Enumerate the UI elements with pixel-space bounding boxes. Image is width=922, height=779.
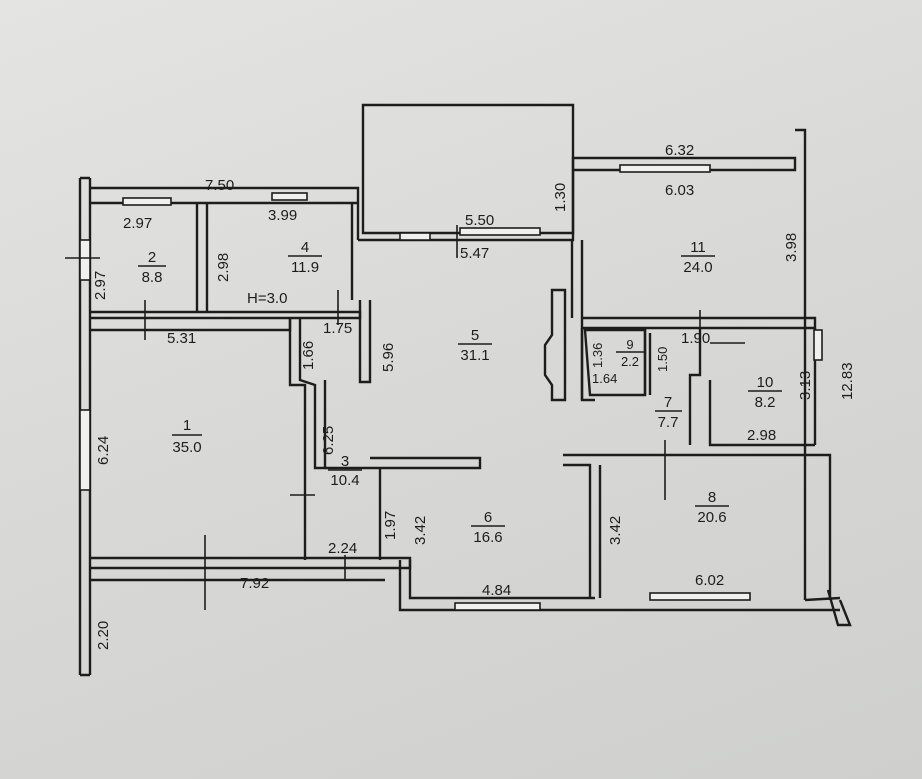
dimension-label: 1.64 — [592, 371, 617, 386]
room-label-text: 24.0 — [683, 259, 712, 276]
dimension-label: 1.90 — [681, 330, 710, 347]
room-3: 310.4 — [328, 453, 362, 489]
dimension-label: 6.32 — [665, 142, 694, 159]
room-label-text: 11 — [690, 239, 706, 256]
dimension-label: 7.50 — [205, 177, 234, 194]
dimension-label: 12.83 — [839, 362, 856, 400]
dimension-label: 2.24 — [328, 540, 357, 557]
room-label-text: 9 — [626, 337, 633, 352]
dimension-label: 3.13 — [797, 371, 814, 400]
room-label-text: 20.6 — [697, 509, 726, 526]
dimension-label: 6.03 — [665, 182, 694, 199]
room-7: 77.7 — [655, 394, 682, 431]
room-labels: 135.0 28.8 310.4 411.9 531.1 616.6 77.7 … — [138, 239, 782, 546]
room-label-text: 7 — [664, 394, 672, 411]
room-label-text: 1 — [183, 417, 191, 434]
dimension-label: 5.47 — [460, 245, 489, 262]
room-label-text: 7.7 — [658, 414, 679, 431]
room-label-text: 6 — [484, 509, 492, 526]
dimension-label: 2.97 — [92, 271, 109, 300]
windows — [79, 164, 823, 611]
room-2: 28.8 — [138, 249, 166, 286]
dimension-label: 1.75 — [323, 320, 352, 337]
room-11: 11 24.0 — [681, 239, 715, 276]
dimension-label: 4.84 — [482, 582, 511, 599]
room-label-text: 8.2 — [755, 394, 776, 411]
dimension-label: 1.30 — [552, 183, 569, 212]
room-label-text: 8 — [708, 489, 716, 506]
dimension-label: 2.98 — [747, 427, 776, 444]
room-9: 92.2 — [616, 337, 645, 369]
room-label-text: 35.0 — [172, 439, 201, 456]
dimension-label: 1.36 — [590, 343, 605, 368]
walls — [78, 103, 852, 677]
dimension-label: 3.42 — [607, 516, 624, 545]
room-5: 531.1 — [458, 327, 492, 364]
dimension-label: 7.92 — [240, 575, 269, 592]
room-label-text: 4 — [301, 239, 309, 256]
dimension-label: 5.31 — [167, 330, 196, 347]
room-label-text: 10.4 — [330, 472, 359, 489]
dimension-labels: 7.50 2.97 2.97 3.99 2.98 5.31 6.24 7.92 … — [92, 142, 856, 650]
room-label-text: 3 — [341, 453, 349, 470]
dimension-label: 3.99 — [268, 207, 297, 224]
room-1: 135.0 — [172, 417, 202, 456]
room-label-text: 11.9 — [291, 259, 319, 276]
dimension-label: 1.97 — [382, 511, 399, 540]
room-10: 108.2 — [748, 374, 782, 411]
dimension-label: 2.20 — [95, 621, 112, 650]
dimension-label: 1.66 — [300, 341, 317, 370]
ceiling-height: H=3.0 — [247, 290, 287, 307]
dimension-label: 6.24 — [95, 436, 112, 465]
door-ticks — [65, 225, 745, 610]
dimension-label: 3.42 — [412, 516, 429, 545]
dimension-label: 1.50 — [655, 347, 670, 372]
dimension-label: 6.02 — [695, 572, 724, 589]
room-label-text: 2.2 — [621, 354, 639, 369]
room-label-text: 16.6 — [473, 529, 502, 546]
dimension-label: 3.98 — [783, 233, 800, 262]
room-label-text: 5 — [471, 327, 479, 344]
dimension-label: 2.98 — [215, 253, 232, 282]
room-4: 411.9 — [288, 239, 322, 276]
room-label-text: 10 — [757, 374, 774, 391]
dimension-label: 2.97 — [123, 215, 152, 232]
room-6: 616.6 — [471, 509, 505, 546]
dimension-label: 6.25 — [320, 426, 337, 455]
room-8: 820.6 — [695, 489, 729, 526]
room-label-text: 8.8 — [142, 269, 163, 286]
room-label-text: 31.1 — [460, 347, 489, 364]
room-label-text: 2 — [148, 249, 156, 266]
dimension-label: 5.96 — [380, 343, 397, 372]
dimension-label: 5.50 — [465, 212, 494, 229]
